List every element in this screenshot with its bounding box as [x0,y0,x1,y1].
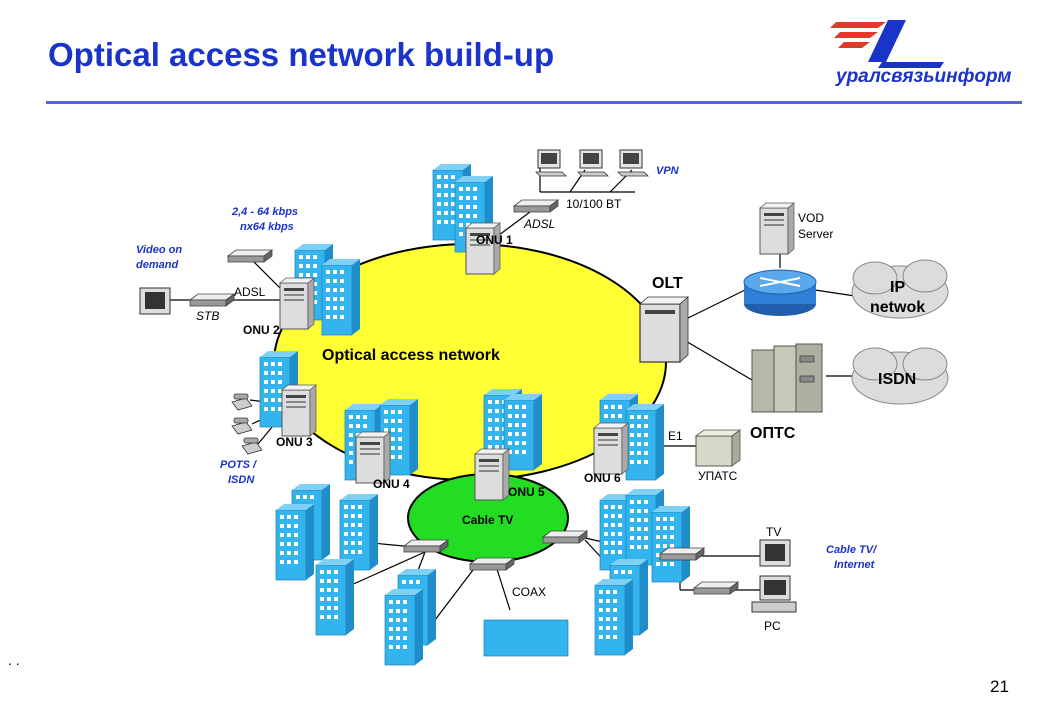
onu-4-label: ONU 4 [373,477,410,491]
company-logo [830,20,944,68]
e1-label: E1 [668,429,683,443]
optc-cabinets [751,343,823,413]
isdn-label: ISDN [878,371,916,388]
rates2-label: nx64 kbps [240,221,294,233]
isdn-cloud [851,347,949,405]
vpn-label: VPN [656,165,680,177]
footer-dots: . . [8,652,20,668]
optc-label: ОПТС [750,425,796,442]
upats-label: УПАТС [698,469,738,483]
video-label: Video on [136,244,182,256]
adsl-top-label: ADSL [523,217,555,231]
optical-network-label: Optical access network [322,347,500,364]
ip-cloud [851,259,949,319]
onu-3-label: ONU 3 [276,435,313,449]
ethernet-label: 10/100 BT [566,197,622,211]
video-tv [139,287,171,315]
onu-1-label: ONU 1 [476,233,513,247]
olt-label: OLT [652,275,683,292]
pc-computer [751,575,797,613]
video2-label: demand [136,259,178,271]
tv-label: TV [766,525,781,539]
page-title: Optical access network build-up [48,36,555,73]
long-building [483,619,569,657]
rates-label: 2,4 - 64 kbps [231,206,298,218]
cable-tv-label: Cable TV [462,513,513,527]
title-divider [46,101,1022,104]
pots2-label: ISDN [228,474,255,486]
upats-box [694,429,742,467]
ip-label: IP [890,279,905,296]
coax-label: COAX [512,585,546,599]
stb-label: STB [196,309,219,323]
tv-set [759,539,791,567]
pots-label: POTS / [220,459,258,471]
ip2-label: netwok [870,299,925,316]
catv-internet-label: Cable TV/ [826,544,878,556]
onu-5-label: ONU 5 [508,485,545,499]
pc-label: PC [764,619,781,633]
logo-text: уралсвязьинформ [836,66,1012,87]
page-number: 21 [990,677,1009,696]
router [743,269,817,316]
vod-label: VOD [798,211,824,225]
onu-2-label: ONU 2 [243,323,280,337]
catv-internet2-label: Internet [834,559,876,571]
onu-6-label: ONU 6 [584,471,621,485]
vod2-label: Server [798,227,833,241]
olt-server [638,296,690,363]
adsl-left-label: ADSL [234,285,266,299]
